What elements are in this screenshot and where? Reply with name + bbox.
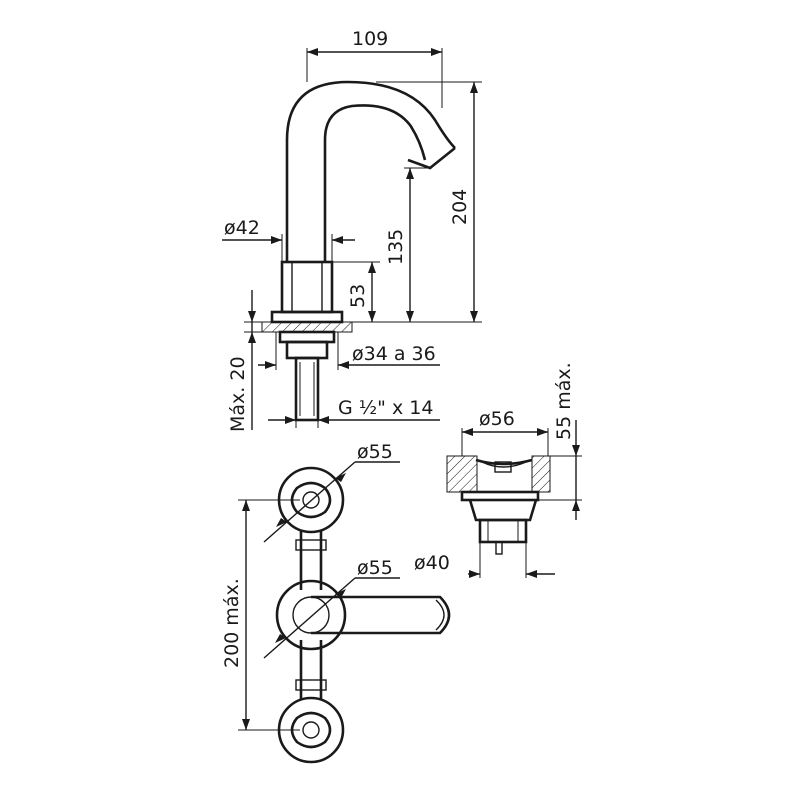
dim-spout-height: 135 bbox=[385, 167, 432, 322]
faucet-top-view bbox=[275, 466, 451, 764]
dim-thread: G ½" x 14 bbox=[268, 397, 440, 428]
dim-spout-reach: 109 bbox=[306, 28, 443, 108]
faucet-side-view bbox=[261, 80, 456, 422]
drain-view bbox=[446, 455, 551, 555]
dim-drain-height: 55 máx. bbox=[538, 362, 582, 520]
dim-hole-diameter: ø34 a 36 bbox=[258, 332, 440, 370]
dim-drain-outlet-diameter: ø40 bbox=[414, 542, 555, 578]
dim-handle-diameter-mid: ø55 bbox=[263, 557, 400, 659]
label-spread: 200 máx. bbox=[221, 578, 243, 668]
dim-body-diameter: ø42 bbox=[222, 217, 355, 262]
label-drain-diameter: ø56 bbox=[479, 408, 515, 430]
dim-spread: 200 máx. bbox=[221, 499, 300, 731]
label-handle-diameter-mid: ø55 bbox=[357, 557, 393, 579]
label-max-deck: Máx. 20 bbox=[227, 356, 249, 432]
dim-body-height: 53 bbox=[332, 261, 380, 322]
dim-drain-diameter: ø56 bbox=[461, 408, 549, 456]
label-spout-reach: 109 bbox=[352, 28, 388, 50]
label-total-height: 204 bbox=[449, 189, 471, 225]
label-spout-height: 135 bbox=[385, 229, 407, 265]
dim-max-deck: Máx. 20 bbox=[227, 290, 262, 432]
dim-handle-diameter-top: ø55 bbox=[263, 441, 400, 543]
label-handle-diameter-top: ø55 bbox=[357, 441, 393, 463]
label-drain-outlet-diameter: ø40 bbox=[414, 552, 450, 574]
label-body-diameter: ø42 bbox=[224, 217, 260, 239]
dim-total-height: 204 bbox=[376, 81, 482, 322]
label-hole-diameter: ø34 a 36 bbox=[352, 343, 436, 365]
label-body-height: 53 bbox=[347, 284, 369, 308]
label-drain-height: 55 máx. bbox=[553, 362, 575, 440]
label-thread: G ½" x 14 bbox=[338, 397, 433, 419]
